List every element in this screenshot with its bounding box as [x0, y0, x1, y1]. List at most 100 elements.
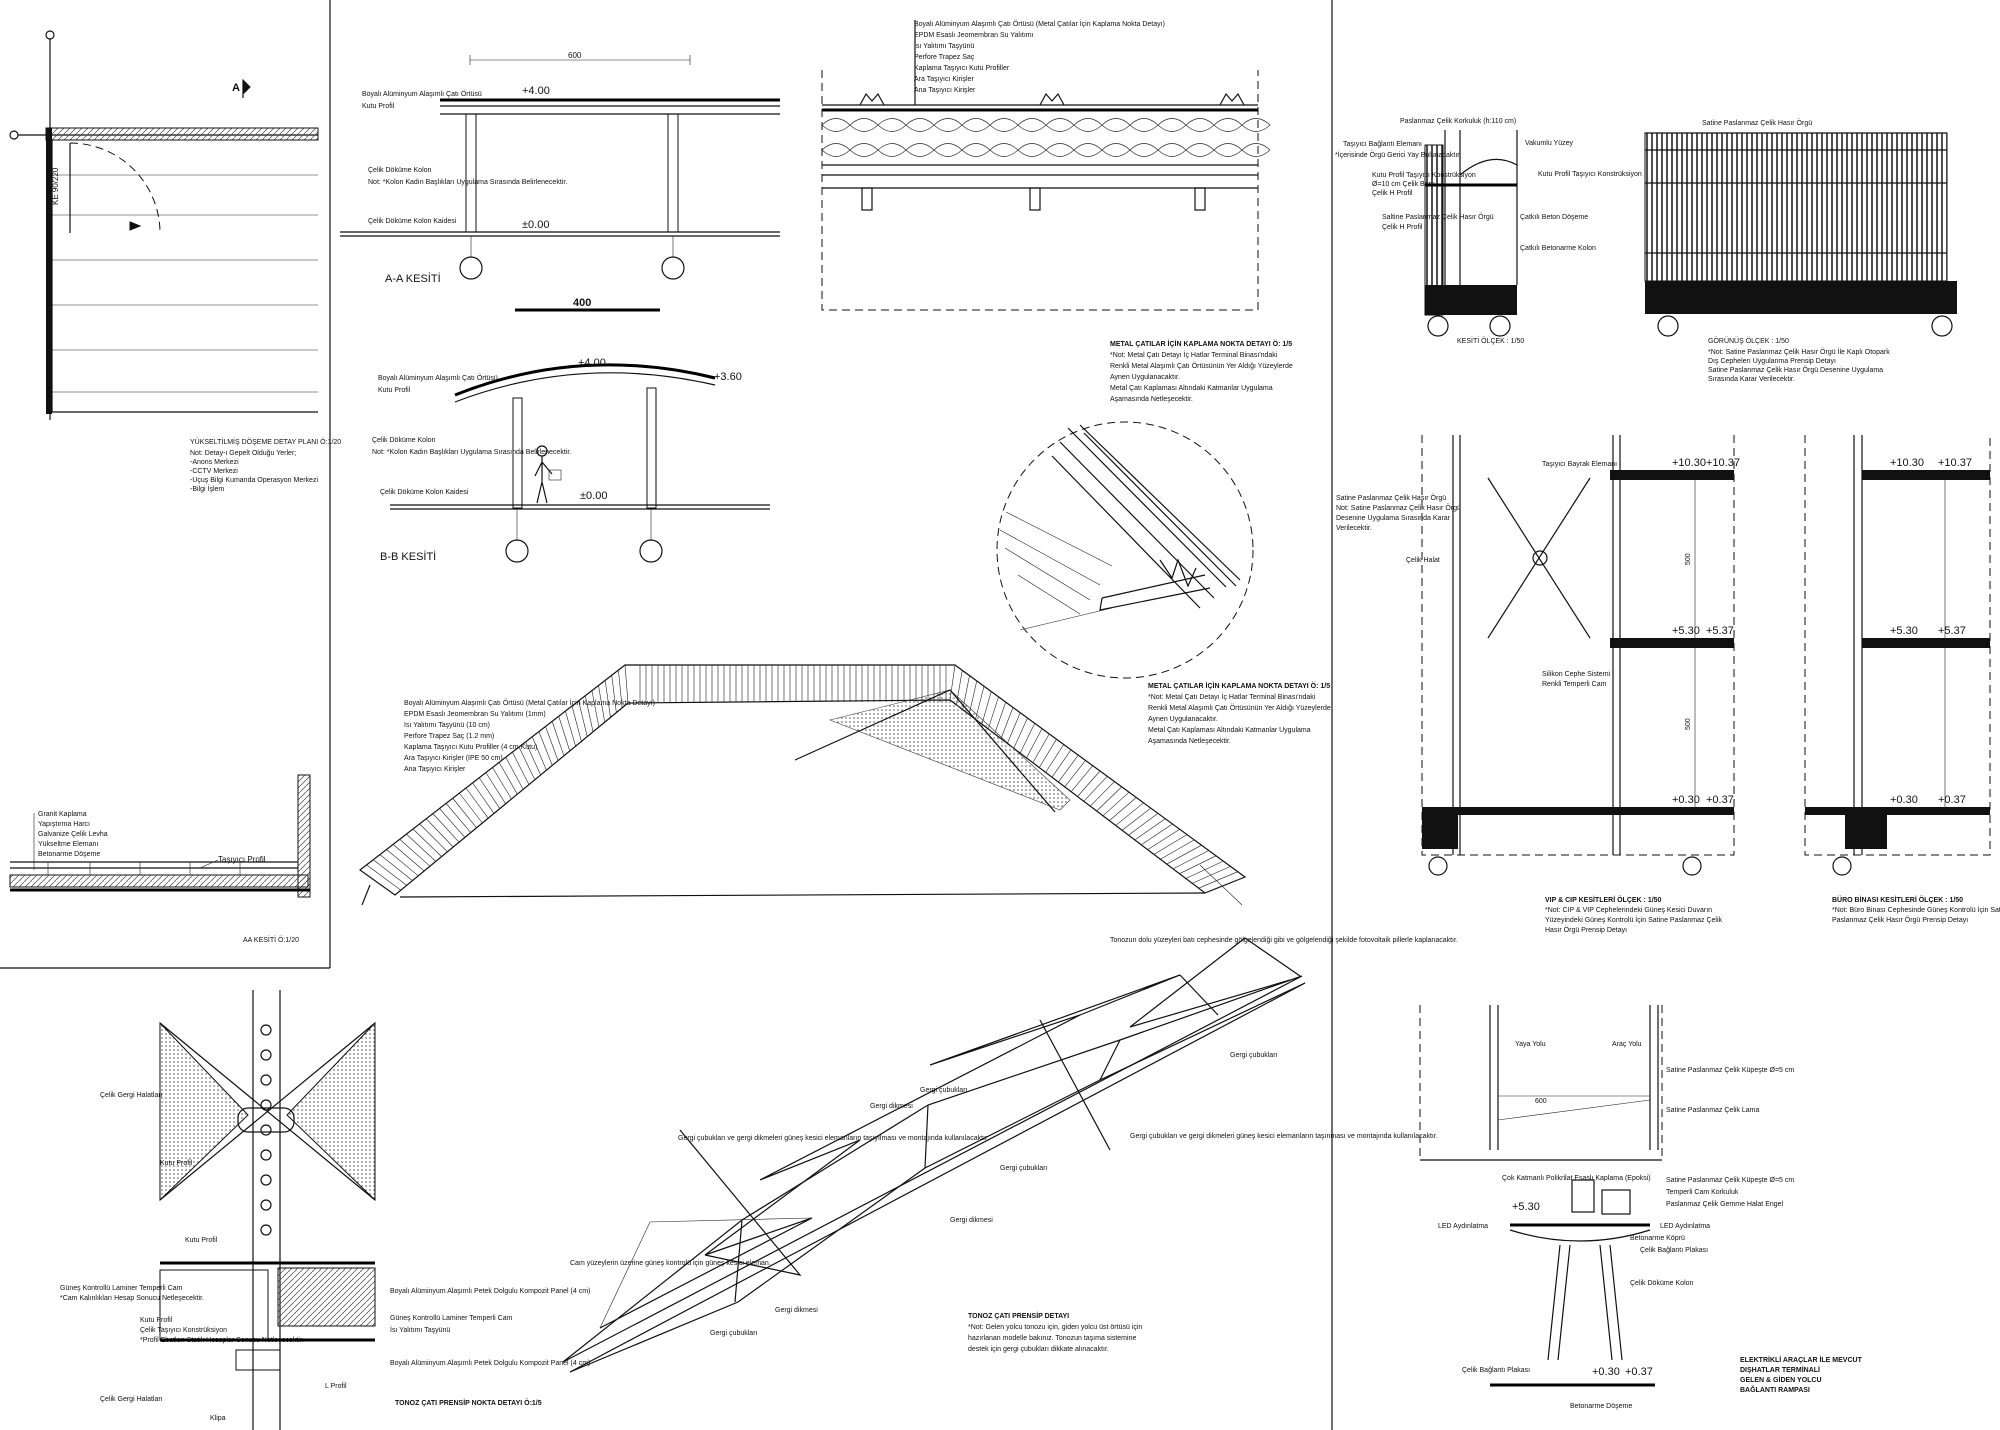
vault-rib: [1172, 850, 1209, 870]
svg-text:-Uçuş Bilgi Kumanda Operasyon: -Uçuş Bilgi Kumanda Operasyon Merkezi: [190, 477, 318, 484]
svg-text:Çatkılı Betonarme Kolon: Çatkılı Betonarme Kolon: [1520, 245, 1596, 252]
svg-text:Yapıştırma Harcı: Yapıştırma Harcı: [38, 821, 90, 828]
vault-rib: [492, 767, 512, 800]
section-b-title: B-B KESİTİ: [380, 550, 436, 563]
svg-text:+5.30: +5.30: [1512, 1201, 1540, 1213]
svg-text:GELEN & GİDEN YOLCU: GELEN & GİDEN YOLCU: [1740, 1376, 1822, 1384]
svg-text:Not: *Kolon Kadın Başlıkları U: Not: *Kolon Kadın Başlıkları Uygulama Sı…: [368, 179, 567, 186]
insulation-wave: [877, 118, 907, 157]
svg-text:+5.30: +5.30: [1672, 625, 1700, 637]
svg-text:Kutu Profil Taşıyıcı Konstrüks: Kutu Profil Taşıyıcı Konstrüksiyon: [1538, 171, 1642, 178]
svg-text:ELEKTRİKLİ ARAÇLAR İLE MEVCUT: ELEKTRİKLİ ARAÇLAR İLE MEVCUT: [1740, 1356, 1863, 1364]
aa-section-title: AA KESİTİ Ö:1/20: [243, 935, 299, 944]
insulation-wave: [1073, 118, 1103, 157]
svg-text:LED Aydınlatma: LED Aydınlatma: [1660, 1223, 1710, 1230]
vault-title: METAL ÇATILAR İÇİN KAPLAMA NOKTA DETAYI …: [1148, 681, 1330, 690]
insulation-wave: [905, 118, 935, 157]
svg-text:+10.37: +10.37: [1938, 457, 1972, 469]
vault-rib: [1198, 871, 1238, 889]
vault-rib: [1064, 760, 1086, 788]
svg-text:Çelik Döküme Kolon: Çelik Döküme Kolon: [372, 437, 436, 444]
svg-text:+0.30: +0.30: [1672, 794, 1700, 806]
vault-rib: [452, 798, 477, 828]
vault-rib: [1166, 844, 1202, 865]
svg-text:Satine Paslanmaz Çelik Hasır Ö: Satine Paslanmaz Çelik Hasır Örgü: [1336, 494, 1446, 502]
vault-rib: [439, 808, 466, 838]
svg-text:Betonarme Döşeme: Betonarme Döşeme: [1570, 1403, 1632, 1410]
svg-text:Boyalı Alüminyum Alaşımlı Çatı: Boyalı Alüminyum Alaşımlı Çatı Örtüsü: [378, 374, 498, 382]
svg-text:+5.37: +5.37: [1938, 625, 1966, 637]
svg-text:+10.30: +10.30: [1672, 457, 1706, 469]
svg-text:Not: Satine Paslanmaz Çelik Ha: Not: Satine Paslanmaz Çelik Hasır Örgü: [1336, 504, 1461, 512]
svg-text:Çelik Döküme Kolon Kaidesi: Çelik Döküme Kolon Kaidesi: [380, 489, 469, 496]
svg-text:destek için gergi çubukları di: destek için gergi çubukları dikkate alın…: [968, 1346, 1109, 1353]
svg-text:Kaplama Taşıyıcı Kutu Profille: Kaplama Taşıyıcı Kutu Profiller: [914, 65, 1010, 72]
svg-text:500: 500: [1685, 718, 1692, 730]
svg-text:Renkli Temperli Cam: Renkli Temperli Cam: [1542, 681, 1607, 688]
svg-text:500: 500: [1685, 553, 1692, 565]
vault-rib: [1051, 749, 1072, 778]
vault-rib: [975, 686, 985, 720]
vault-rib: [399, 839, 431, 867]
twisted-truss-diagram: Tonozun dolu yüzeyleri batı cephesinde g…: [562, 937, 1458, 1373]
svg-text:-Bilgi İşlem: -Bilgi İşlem: [190, 484, 224, 493]
insulation-wave: [1157, 118, 1187, 157]
svg-text:Satine Paslanmaz Çelik Hasır Ö: Satine Paslanmaz Çelik Hasır Örgü Deseni…: [1708, 366, 1883, 374]
vault-rib: [981, 691, 992, 725]
vault-rib: [366, 864, 402, 891]
insulation-wave: [1017, 118, 1047, 157]
svg-text:*Not: Metal Çatı Detayı İç Hat: *Not: Metal Çatı Detayı İç Hatlar Termin…: [1148, 692, 1316, 701]
svg-text:Paslanmaz Çelik Korkuluk (h:11: Paslanmaz Çelik Korkuluk (h:110 cm): [1400, 118, 1516, 125]
svg-text:Yükseltme Elemanı: Yükseltme Elemanı: [38, 841, 98, 848]
vault-rib: [1147, 829, 1180, 850]
bolt-icon: [260, 1149, 272, 1161]
svg-text:Kutu Profil Taşıyıcı Konstrüks: Kutu Profil Taşıyıcı Konstrüksiyon: [1372, 172, 1476, 179]
svg-text:Boyalı Alüminyum Alaşımlı Çatı: Boyalı Alüminyum Alaşımlı Çatı Örtüsü (M…: [404, 698, 655, 707]
bridge-title: ELEKTRİKLİ ARAÇLAR İLE MEVCUT DIŞHATLAR …: [1740, 1356, 1863, 1394]
svg-text:Gergi çubukları: Gergi çubukları: [1230, 1052, 1278, 1059]
vault-rib: [591, 690, 600, 728]
vip-title: VIP & CIP KESİTLERİ ÖLÇEK : 1/50: [1545, 895, 1662, 904]
insulation-wave: [1241, 118, 1271, 157]
svg-text:Satine Paslanmaz Çelik Hasır Ö: Satine Paslanmaz Çelik Hasır Örgü: [1702, 119, 1812, 127]
svg-text:EPDM Esaslı Jeomembran Su Yalı: EPDM Esaslı Jeomembran Su Yalıtımı (1mm): [404, 711, 546, 718]
roof-seam-detail-circle: [996, 421, 1254, 679]
plan-notes: Not: Detay-ı Gepelt Olduğu Yerler; -Anon…: [190, 450, 318, 493]
svg-text:Temperli Cam Korkuluk: Temperli Cam Korkuluk: [1666, 1189, 1739, 1196]
svg-text:*Not: Metal Çatı Detayı İç Hat: *Not: Metal Çatı Detayı İç Hatlar Termin…: [1110, 350, 1278, 359]
vault-notes: *Not: Metal Çatı Detayı İç Hatlar Termin…: [1148, 692, 1331, 745]
svg-text:Gergi dikmesi: Gergi dikmesi: [775, 1307, 818, 1314]
vault-rib: [505, 757, 524, 790]
vault-rib: [432, 813, 460, 843]
vault-rib: [1141, 823, 1173, 845]
vip-elevations: +10.30 +10.37 +5.30 +5.37 +0.30 +0.37: [1672, 457, 1740, 806]
svg-text:Gergi dikmesi: Gergi dikmesi: [870, 1103, 913, 1110]
insulation-wave: [933, 118, 963, 157]
insulation-wave: [821, 118, 851, 157]
vault-rib: [1077, 770, 1101, 797]
svg-text:Taşıyıcı Bayrak Elemanı: Taşıyıcı Bayrak Elemanı: [1542, 461, 1617, 468]
svg-text:Çelik Bağlantı Plakası: Çelik Bağlantı Plakası: [1640, 1247, 1708, 1254]
aa-section: Granit Kaplama Yapıştırma Harcı Galvaniz…: [9, 774, 311, 944]
bridge-labels: Yaya Yolu Araç Yolu Satine Paslanmaz Çel…: [1438, 1041, 1794, 1410]
svg-text:Güneş Kontrollü Laminer Temper: Güneş Kontrollü Laminer Temperli Cam: [390, 1315, 513, 1322]
svg-text:Verilecektir.: Verilecektir.: [1336, 525, 1372, 532]
svg-text:Satine Paslanmaz Çelik Lama: Satine Paslanmaz Çelik Lama: [1666, 1107, 1759, 1114]
svg-text:Çelik Bağlantı Plakası: Çelik Bağlantı Plakası: [1462, 1367, 1530, 1374]
svg-text:İsı Yalıtımı Taşyünü: İsı Yalıtımı Taşyünü: [390, 1325, 450, 1334]
vault-rib: [512, 751, 530, 785]
svg-text:L Profil: L Profil: [325, 1383, 347, 1390]
vault-rib: [565, 711, 576, 747]
vault-rib: [406, 833, 436, 862]
svg-text:Yaya Yolu: Yaya Yolu: [1515, 1041, 1546, 1048]
svg-text:Kaplama Taşıyıcı Kutu Profille: Kaplama Taşıyıcı Kutu Profiller (4 cm Ku…: [404, 744, 537, 751]
svg-text:Çelik Taşıyıcı Konstrüksiyon: Çelik Taşıyıcı Konstrüksiyon: [140, 1327, 227, 1334]
svg-text:Ara Taşıyıcı Kirişler (IPE 50: Ara Taşıyıcı Kirişler (IPE 50 cm): [404, 755, 503, 762]
insulation-wave: [1045, 118, 1075, 157]
facade-gorunus-title: GÖRÜNÜŞ ÖLÇEK : 1/50: [1708, 337, 1789, 345]
vault-rib: [518, 746, 536, 780]
vault-rib: [1090, 781, 1115, 807]
vault-rib: [1096, 786, 1122, 812]
svg-text:Gergi çubukları: Gergi çubukları: [920, 1087, 968, 1094]
